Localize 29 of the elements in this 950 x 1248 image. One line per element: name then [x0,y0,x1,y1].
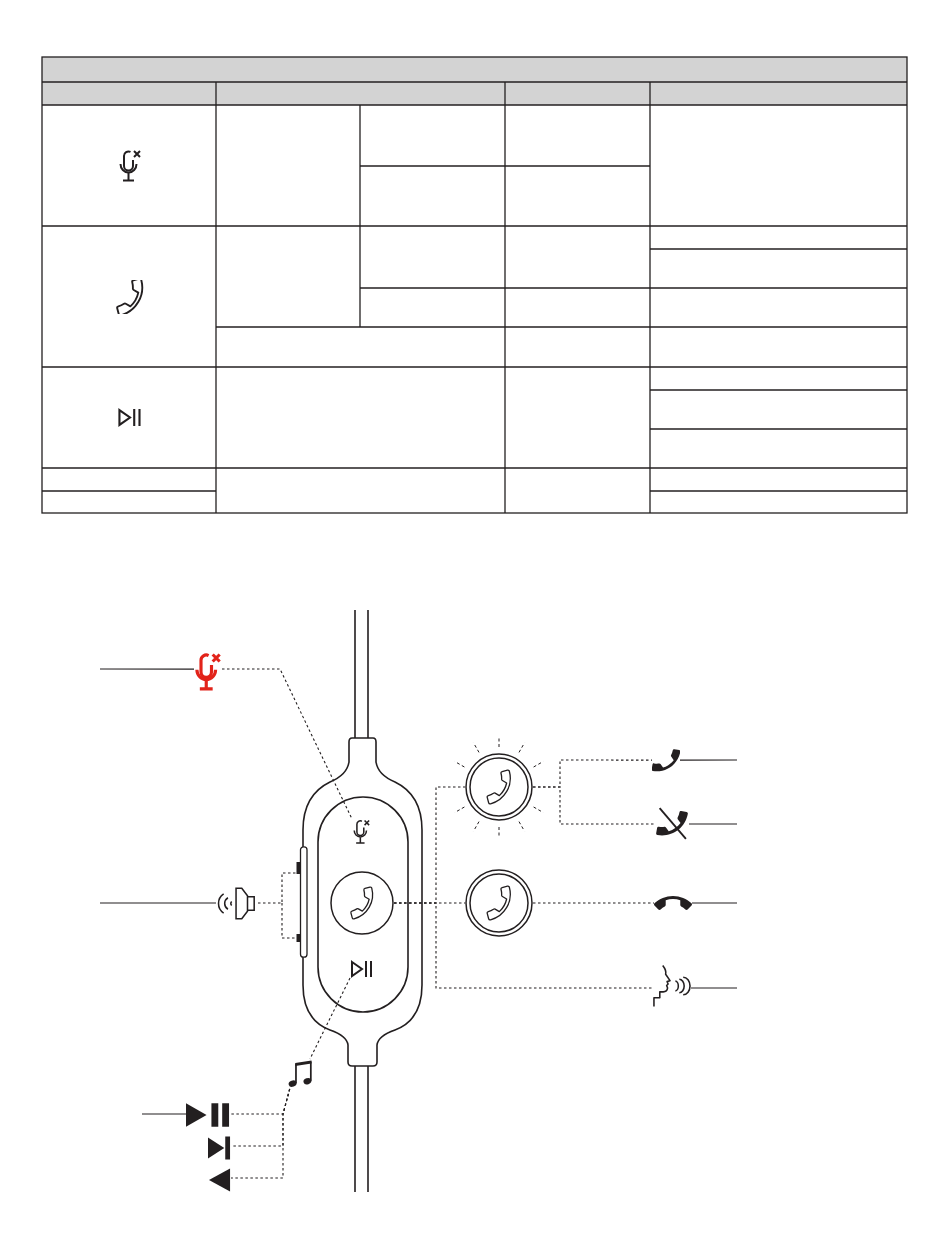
call-button [330,871,394,935]
leader-line [679,759,738,761]
call-button [465,753,533,821]
dotted-leader-line [257,872,297,939]
dotted-leader-line [309,977,351,1060]
speaker-volume-icon [216,886,258,921]
music-note-icon [287,1059,314,1089]
dotted-leader-line [532,902,655,904]
leader-line [99,902,217,904]
hang-up-phone-icon [654,894,692,912]
side-volume-buttons [296,846,308,958]
dotted-leader-line [221,668,353,820]
play-pause-icon [186,1103,231,1127]
play-pause-icon [350,960,374,978]
leader-line [141,1113,187,1115]
previous-track-icon [208,1168,231,1192]
leader-line [691,902,738,904]
leader-line [690,987,738,989]
leader-line [99,668,195,670]
speaking-person-icon [652,964,691,1008]
microphone-mute-icon [352,819,371,845]
leader-line [688,823,738,825]
call-button [465,869,533,937]
crossed-out-phone-icon [655,806,689,841]
skip-forward-icon [208,1136,231,1160]
dotted-leader-line [230,1088,291,1179]
dotted-leader-line [393,902,653,989]
microphone-mute-icon [194,651,222,693]
dotted-leader-line [532,786,656,825]
